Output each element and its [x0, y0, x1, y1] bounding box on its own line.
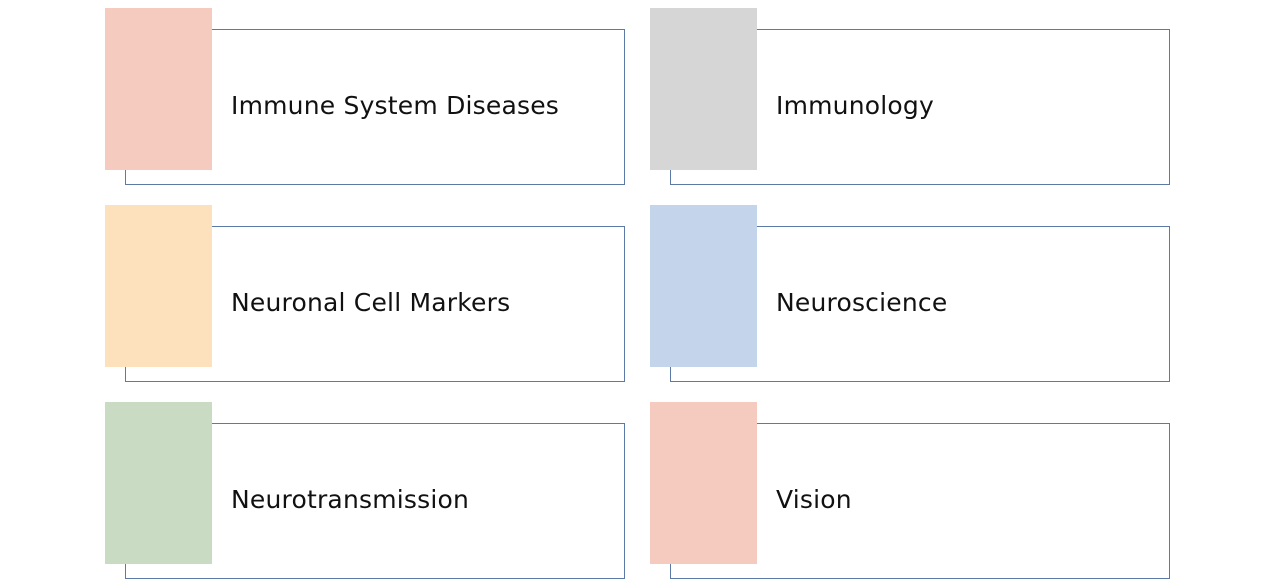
color-block	[650, 8, 757, 170]
card-vision: Vision	[650, 402, 1171, 580]
color-block	[105, 402, 212, 564]
color-block	[650, 205, 757, 367]
card-label: Neuronal Cell Markers	[231, 287, 511, 317]
card-neuronal-cell-markers: Neuronal Cell Markers	[105, 205, 626, 383]
card-immune-system-diseases: Immune System Diseases	[105, 8, 626, 186]
color-block	[650, 402, 757, 564]
card-label: Neurotransmission	[231, 484, 470, 514]
card-immunology: Immunology	[650, 8, 1171, 186]
card-label: Immune System Diseases	[231, 90, 560, 120]
card-label: Vision	[776, 484, 852, 514]
color-block	[105, 205, 212, 367]
card-neuroscience: Neuroscience	[650, 205, 1171, 383]
color-block	[105, 8, 212, 170]
card-label: Neuroscience	[776, 287, 948, 317]
card-label: Immunology	[776, 90, 934, 120]
card-neurotransmission: Neurotransmission	[105, 402, 626, 580]
